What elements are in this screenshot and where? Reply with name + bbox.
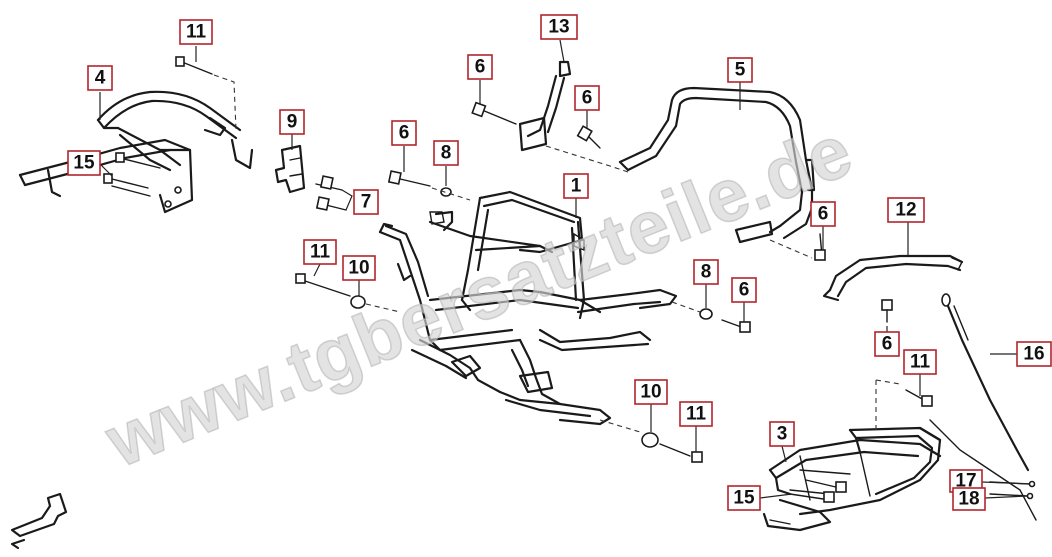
callout-9: 9 bbox=[279, 109, 305, 135]
callout-17: 17 bbox=[949, 469, 983, 493]
bracket-part-3 bbox=[762, 426, 942, 532]
leader-lines bbox=[97, 39, 1031, 499]
callout-6-b: 6 bbox=[574, 85, 600, 111]
callout-6-d: 6 bbox=[810, 201, 836, 227]
callout-8-right: 8 bbox=[693, 259, 719, 285]
rod-part-16 bbox=[941, 293, 1030, 472]
callout-6-f: 6 bbox=[874, 331, 900, 357]
bolts-part-15-left bbox=[103, 152, 161, 197]
svg-text:11: 11 bbox=[310, 242, 331, 263]
bracket-part-4 bbox=[18, 90, 254, 214]
callout-11-right: 11 bbox=[903, 349, 937, 375]
callout-18: 18 bbox=[952, 487, 986, 511]
callout-13: 13 bbox=[540, 14, 578, 40]
svg-text:6: 6 bbox=[882, 334, 893, 355]
bracket-part-9 bbox=[274, 144, 306, 194]
svg-text:15: 15 bbox=[733, 488, 755, 509]
svg-text:6: 6 bbox=[582, 88, 593, 109]
bracket-part-13 bbox=[518, 60, 572, 152]
svg-text:6: 6 bbox=[399, 123, 410, 144]
hardware-part-8-6-right bbox=[671, 301, 751, 333]
callout-8-upper: 8 bbox=[433, 140, 459, 166]
callout-6-a: 6 bbox=[467, 54, 493, 80]
svg-text:3: 3 bbox=[777, 424, 788, 445]
svg-text:17: 17 bbox=[955, 471, 976, 492]
svg-text:5: 5 bbox=[735, 60, 746, 81]
callout-11-left: 11 bbox=[303, 239, 337, 265]
callout-12: 12 bbox=[887, 197, 925, 223]
bolt-part-11-top bbox=[175, 56, 237, 131]
grab-bar-part-5 bbox=[618, 86, 816, 244]
callout-7: 7 bbox=[353, 189, 379, 215]
rod-part-12 bbox=[822, 254, 964, 302]
svg-text:8: 8 bbox=[441, 143, 452, 164]
svg-text:6: 6 bbox=[475, 57, 486, 78]
callout-6-e: 6 bbox=[731, 277, 757, 303]
svg-text:11: 11 bbox=[686, 404, 707, 425]
callout-10-lower: 10 bbox=[634, 379, 668, 405]
svg-text:18: 18 bbox=[958, 489, 979, 510]
bolts-part-15-right bbox=[789, 479, 847, 503]
svg-text:4: 4 bbox=[95, 68, 106, 89]
callout-4: 4 bbox=[87, 65, 113, 91]
callout-6-c: 6 bbox=[391, 120, 417, 146]
svg-text:11: 11 bbox=[910, 352, 931, 373]
bolt-part-11-lower-right bbox=[875, 379, 933, 430]
callout-11-top: 11 bbox=[179, 19, 213, 45]
svg-text:6: 6 bbox=[818, 204, 829, 225]
frame-part-1 bbox=[378, 190, 678, 426]
callout-15-left: 15 bbox=[67, 150, 101, 176]
bolt-part-6-top bbox=[471, 101, 629, 173]
hardware-part-11-10-left bbox=[295, 273, 401, 313]
svg-text:9: 9 bbox=[287, 112, 298, 133]
svg-text:11: 11 bbox=[186, 22, 207, 43]
callout-10-left: 10 bbox=[342, 255, 376, 281]
svg-text:1: 1 bbox=[571, 176, 582, 197]
svg-text:10: 10 bbox=[640, 382, 661, 403]
svg-text:7: 7 bbox=[361, 192, 372, 213]
callout-11-lower: 11 bbox=[679, 401, 713, 427]
svg-text:10: 10 bbox=[348, 258, 369, 279]
direction-arrow-icon bbox=[10, 492, 68, 550]
callout-16: 16 bbox=[1016, 341, 1052, 367]
svg-text:15: 15 bbox=[73, 153, 95, 174]
svg-text:16: 16 bbox=[1023, 344, 1044, 365]
svg-text:8: 8 bbox=[701, 262, 712, 283]
bolt-part-6-right bbox=[769, 233, 826, 261]
hardware-part-6-8-upper bbox=[387, 170, 471, 201]
bolt-part-6-lower-right bbox=[881, 299, 893, 323]
hardware-part-10-11-lower bbox=[599, 419, 703, 463]
callout-3: 3 bbox=[769, 421, 795, 447]
callout-1: 1 bbox=[563, 173, 589, 199]
svg-text:13: 13 bbox=[548, 17, 569, 38]
bolt-part-6-mid bbox=[576, 125, 601, 149]
callout-5: 5 bbox=[727, 57, 753, 83]
svg-text:6: 6 bbox=[739, 280, 750, 301]
svg-text:12: 12 bbox=[895, 200, 916, 221]
callout-15-right: 15 bbox=[727, 485, 761, 511]
bolts-part-7 bbox=[315, 175, 353, 211]
